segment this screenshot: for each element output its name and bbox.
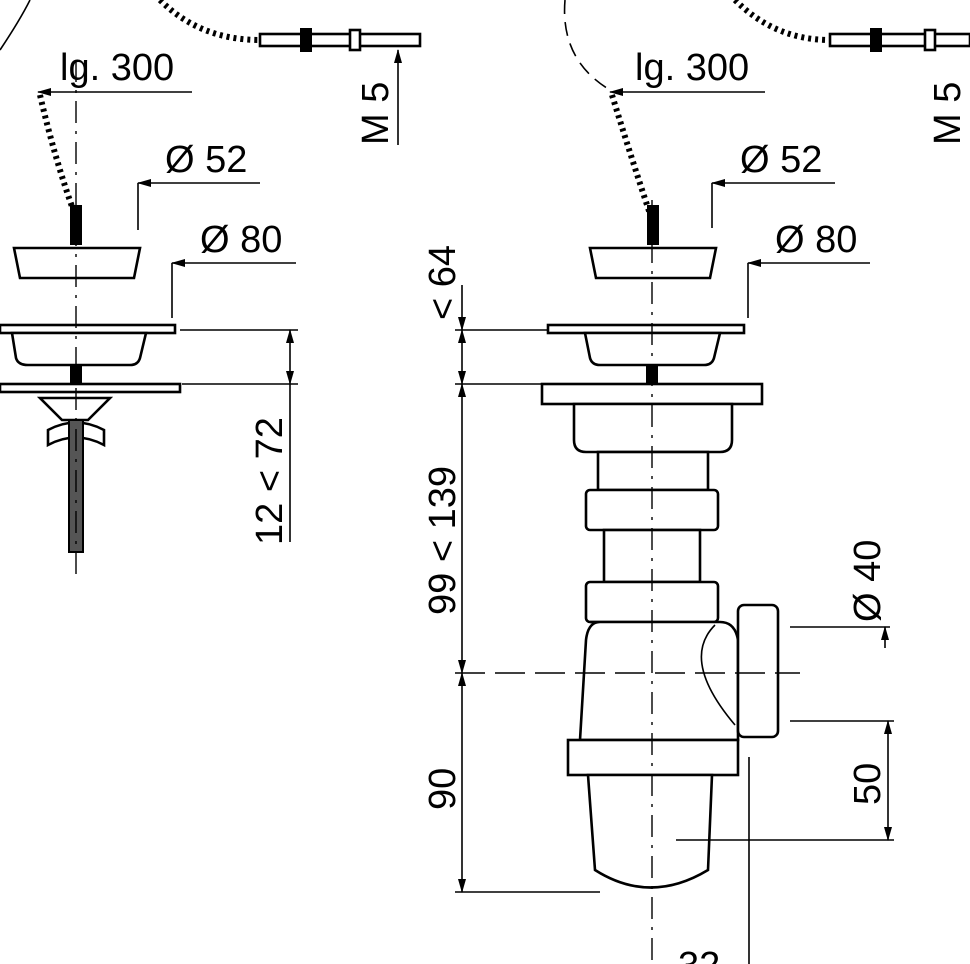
left-chain-length-label: lg. 300 <box>60 47 174 89</box>
left-plug <box>12 246 142 280</box>
left-flange-diameter-label: Ø 80 <box>200 219 282 261</box>
right-chain-length-label: lg. 300 <box>635 47 749 89</box>
right-trap-body <box>578 620 740 742</box>
right-outlet-height-label: 50 <box>847 763 889 805</box>
right-thread-label: M 5 <box>927 82 969 145</box>
right-flange-diameter-label: Ø 80 <box>775 219 857 261</box>
right-trap-height-label: 90 <box>422 768 464 810</box>
right-trap-assembly <box>540 0 970 964</box>
right-chain <box>609 0 831 221</box>
right-cup <box>586 773 714 889</box>
right-threaded-rod <box>828 32 970 48</box>
right-plug-diameter-label: Ø 52 <box>740 139 822 181</box>
left-plug-assembly <box>0 0 422 580</box>
left-sink-thickness-label: 12 < 72 <box>249 417 291 545</box>
right-top-height-label: < 64 <box>422 245 464 320</box>
right-cup-nut <box>566 738 740 777</box>
right-dimensions: lg. 300 M 5 Ø 52 Ø 80 < 64 99 < 139 90 Ø… <box>422 47 969 964</box>
right-outlet-nut <box>736 603 780 739</box>
left-dimensions: lg. 300 M 5 Ø 52 Ø 80 12 < 72 <box>37 47 402 545</box>
left-strainer <box>10 331 148 367</box>
left-threaded-rod <box>258 32 422 48</box>
left-sink-plate <box>0 382 182 394</box>
left-plug-diameter-label: Ø 52 <box>165 139 247 181</box>
left-chain <box>37 0 261 217</box>
left-thread-label: M 5 <box>355 82 397 145</box>
right-body-top <box>572 402 734 454</box>
left-chain-arc <box>0 0 31 51</box>
right-outlet-diameter-label: Ø 40 <box>847 540 889 622</box>
right-body-diameter-label: 32 <box>678 945 720 964</box>
right-plug <box>588 246 718 280</box>
right-adjust-height-label: 99 < 139 <box>422 466 464 615</box>
